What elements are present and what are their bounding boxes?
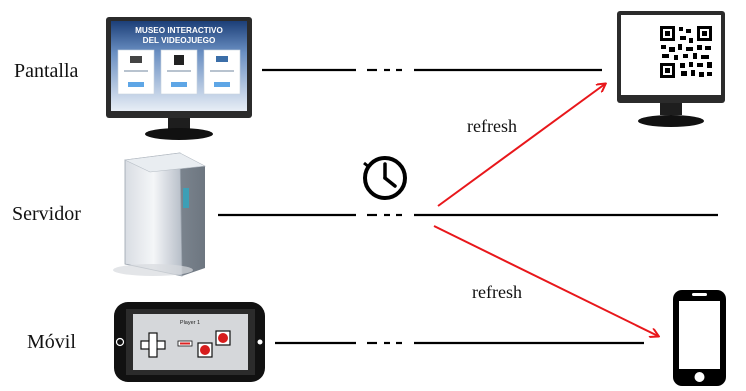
clock-icon: [363, 156, 407, 200]
smartphone-icon: [673, 290, 726, 386]
server-icon: [113, 152, 207, 277]
monitor-icon-left: MUSEO INTERACTIVO DEL VIDEOJUEGO: [106, 17, 252, 140]
refresh-label-bottom: refresh: [472, 282, 522, 302]
lane-label-pantalla: Pantalla: [14, 60, 79, 82]
gamepad-phone-icon: Player 1: [114, 302, 265, 382]
monitor-title-line1: MUSEO INTERACTIVO: [135, 26, 223, 35]
lane-label-movil: Móvil: [27, 331, 76, 353]
refresh-arrow-to-screen: [437, 84, 605, 207]
phone-player-label: Player 1: [180, 320, 200, 326]
lane-label-servidor: Servidor: [12, 203, 81, 225]
monitor-title-line2: DEL VIDEOJUEGO: [143, 36, 216, 45]
refresh-arrow-to-phone: [433, 225, 658, 336]
refresh-label-top: refresh: [467, 116, 517, 136]
monitor-qr-icon: [617, 11, 725, 127]
qr-code-icon: [660, 26, 712, 78]
